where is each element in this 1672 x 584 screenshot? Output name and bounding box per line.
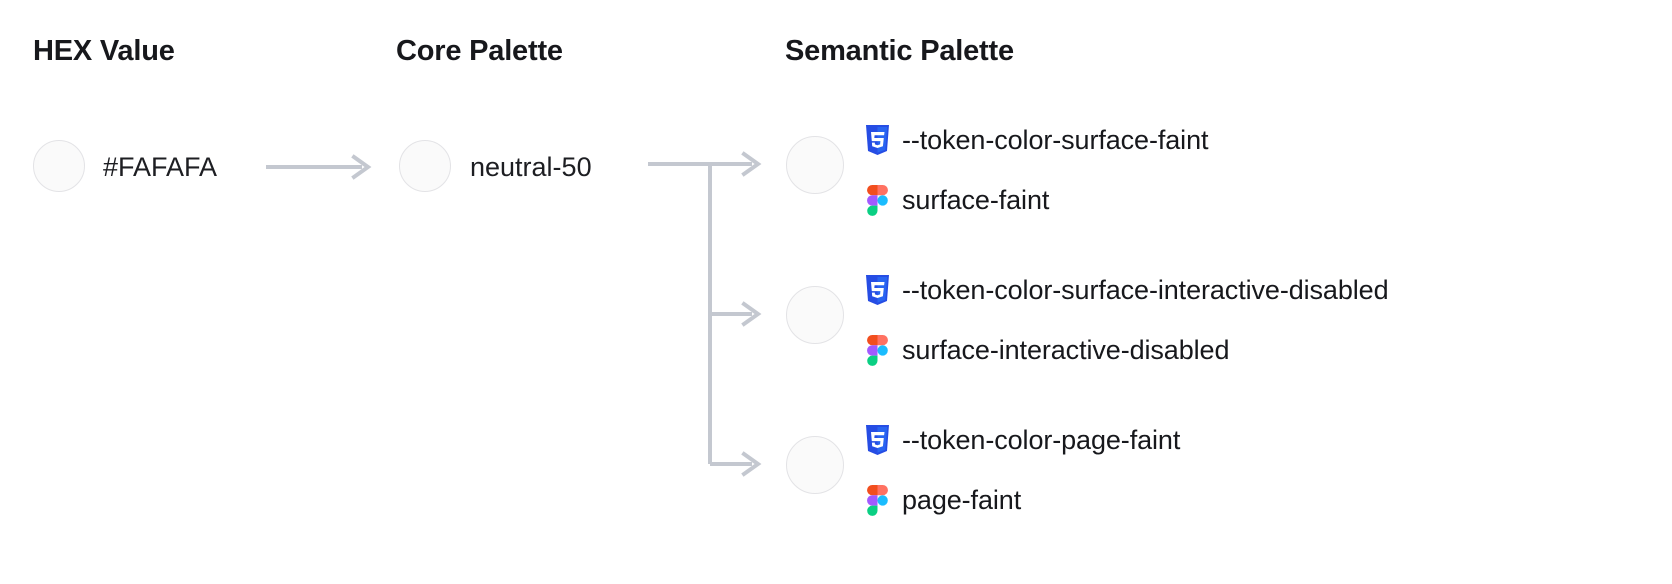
semantic-swatch-surface-interactive-disabled: [786, 286, 844, 344]
token-css-line: --token-color-surface-faint: [864, 110, 1209, 170]
column-heading-core-palette: Core Palette: [396, 35, 563, 67]
figma-icon: [864, 184, 891, 216]
token-figma-line: page-faint: [864, 470, 1180, 530]
hex-value-label: #FAFAFA: [103, 152, 218, 182]
token-figma-name: surface-faint: [902, 184, 1050, 215]
core-palette-label: neutral-50: [470, 152, 592, 182]
semantic-swatch-page-faint: [786, 436, 844, 494]
figma-icon: [864, 334, 891, 366]
css3-icon: [864, 424, 891, 457]
token-css-name: --token-color-page-faint: [902, 424, 1181, 455]
token-figma-name: page-faint: [902, 484, 1022, 515]
hex-value-swatch: [33, 140, 85, 192]
token-css-name: --token-color-surface-faint: [902, 124, 1209, 155]
token-row: --token-color-surface-faint surface-fain…: [864, 110, 1209, 230]
figma-icon: [864, 484, 891, 516]
token-figma-line: surface-faint: [864, 170, 1208, 230]
token-figma-name: surface-interactive-disabled: [902, 334, 1230, 365]
branching-arrow-icon-core-to-semantic: [648, 151, 762, 477]
token-row: --token-color-page-faint page-faint: [864, 410, 1180, 530]
css3-icon: [864, 274, 891, 307]
column-heading-semantic-palette: Semantic Palette: [785, 35, 1014, 67]
token-css-line: --token-color-surface-interactive-disabl…: [864, 260, 1389, 320]
css3-icon: [864, 124, 891, 157]
column-heading-hex-value: HEX Value: [33, 35, 175, 67]
arrow-right-icon-hex-to-core: [266, 154, 372, 180]
semantic-swatch-surface-faint: [786, 136, 844, 194]
token-figma-line: surface-interactive-disabled: [864, 320, 1389, 380]
token-css-name: --token-color-surface-interactive-disabl…: [902, 274, 1389, 305]
token-css-line: --token-color-page-faint: [864, 410, 1180, 470]
token-row: --token-color-surface-interactive-disabl…: [864, 260, 1389, 380]
core-palette-swatch: [399, 140, 451, 192]
